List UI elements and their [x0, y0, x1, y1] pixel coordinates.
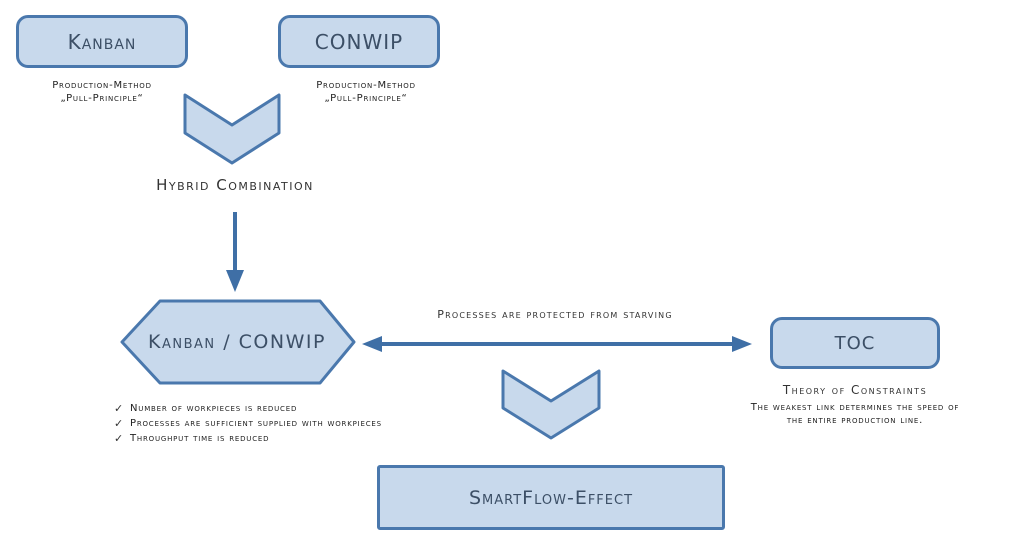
conwip-caption: Production-Method „Pull-Principle“ [286, 79, 446, 105]
checklist-text: Number of workpieces is reduced [130, 403, 298, 414]
toc-box: TOC [770, 317, 940, 369]
kanban-conwip-label: Kanban / CONWIP [148, 331, 326, 353]
kanban-box: Kanban [16, 15, 188, 68]
list-item: ✓ Number of workpieces is reduced [114, 402, 404, 415]
checklist-text: Processes are sufficient supplied with w… [130, 418, 382, 429]
toc-description-line1: The weakest link determines the speed of [750, 402, 960, 413]
toc-title: Theory of Constraints [782, 383, 928, 397]
conwip-label: CONWIP [314, 29, 404, 54]
smartflow-box: SmartFlow-Effect [377, 465, 725, 530]
toc-description-line2: the entire production line. [786, 415, 924, 426]
chevron-bottom-icon [501, 369, 601, 440]
check-icon: ✓ [114, 417, 125, 430]
check-icon: ✓ [114, 402, 125, 415]
chevron-top-icon [183, 93, 281, 165]
conwip-caption-line1: Production-Method [316, 80, 416, 91]
smartflow-label: SmartFlow-Effect [468, 486, 634, 509]
check-icon: ✓ [114, 432, 125, 445]
kanban-caption-line2: „Pull-Principle“ [60, 93, 144, 104]
conwip-caption-line2: „Pull-Principle“ [324, 93, 408, 104]
conwip-box: CONWIP [278, 15, 440, 68]
starving-label: Processes are protected from starving [437, 308, 673, 321]
benefits-checklist: ✓ Number of workpieces is reduced ✓ Proces… [114, 402, 404, 447]
arrow-down-icon [226, 270, 244, 292]
list-item: ✓ Throughput time is reduced [114, 432, 404, 445]
hexagon-kanban-conwip [120, 299, 356, 385]
arrow-left-icon [362, 336, 382, 352]
hybrid-combination-label: Hybrid Combination [156, 176, 314, 194]
toc-description: The weakest link determines the speed of… [690, 401, 1020, 427]
kanban-caption: Production-Method „Pull-Principle“ [22, 79, 182, 105]
toc-label: TOC [834, 332, 876, 354]
kanban-label: Kanban [67, 29, 137, 54]
kanban-caption-line1: Production-Method [52, 80, 152, 91]
arrow-right-icon [732, 336, 752, 352]
list-item: ✓ Processes are sufficient supplied with … [114, 417, 404, 430]
checklist-text: Throughput time is reduced [130, 433, 270, 444]
